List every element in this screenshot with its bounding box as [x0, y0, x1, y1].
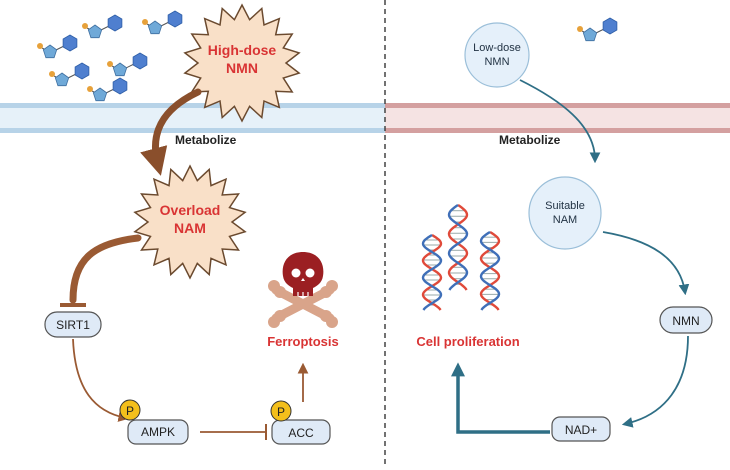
suitable-label: Suitable	[545, 200, 585, 212]
cell-membrane-left	[0, 103, 385, 133]
nmn-molecule-icon	[82, 14, 123, 39]
sirt1-node: SIRT1	[44, 311, 102, 338]
phospho-badge-ampk: P	[119, 399, 141, 421]
suitable-nam-label: NAM	[553, 214, 577, 226]
nad-to-proliferation-arrow	[451, 362, 550, 434]
acc-node: ACC	[271, 419, 331, 445]
dna-helix-icon	[421, 233, 443, 311]
nmn-molecule-icon	[49, 62, 90, 87]
high-dose-label: High-dose	[208, 42, 277, 58]
nmn-molecule-small	[577, 17, 618, 42]
nmn-molecule-icon	[37, 34, 78, 59]
nam-to-nmn-arrow	[602, 231, 690, 296]
nmn-node-label: NMN	[672, 314, 699, 328]
dna-helix-icons	[421, 204, 501, 311]
cell-proliferation-label: Cell proliferation	[416, 334, 519, 349]
sirt1-label: SIRT1	[56, 318, 90, 332]
svg-text:P: P	[277, 405, 285, 419]
cell-membrane-right	[385, 103, 730, 133]
ampk-node: AMPK	[127, 419, 189, 445]
nmn-molecule-cluster	[37, 10, 183, 102]
dna-helix-icon	[479, 230, 501, 311]
ferroptosis-label: Ferroptosis	[267, 334, 339, 349]
metabolize-arrow-right	[519, 79, 601, 164]
high-dose-nmn-burst: High-dose NMN	[183, 3, 301, 123]
overload-nam-burst: Overload NAM	[133, 164, 247, 280]
metabolize-label-right: Metabolize	[499, 133, 561, 147]
svg-text:P: P	[126, 404, 134, 418]
nad-label: NAD+	[565, 423, 597, 437]
nmn-molecule-icon	[107, 52, 148, 77]
skull-crossbones-icon	[268, 252, 338, 328]
acc-label: ACC	[288, 426, 314, 440]
nad-node: NAD+	[551, 416, 611, 442]
nmn-molecule-icon	[142, 10, 183, 35]
nmn-molecule-icon	[87, 77, 128, 102]
metabolize-arrow-left	[140, 88, 202, 176]
nmn-node: NMN	[659, 306, 713, 334]
low-dose-label: Low-dose	[473, 42, 521, 54]
nam-label: NAM	[174, 220, 206, 236]
dna-helix-icon	[447, 204, 469, 291]
ampk-label: AMPK	[141, 425, 175, 439]
nmn-molecule-icon	[577, 17, 618, 42]
nmn-to-nad-arrow	[621, 335, 689, 428]
metabolize-label-left: Metabolize	[175, 133, 237, 147]
nmn-label: NMN	[226, 60, 258, 76]
sirt1-to-ampk-arrow	[72, 338, 130, 422]
suitable-nam-circle: Suitable NAM	[528, 176, 602, 250]
low-dose-nmn-circle: Low-dose NMN	[464, 22, 530, 88]
overload-label: Overload	[160, 202, 221, 218]
low-dose-nmn-label: NMN	[484, 56, 509, 68]
phospho-badge-acc: P	[270, 400, 292, 422]
inhibit-sirt1-arrow	[69, 234, 142, 304]
